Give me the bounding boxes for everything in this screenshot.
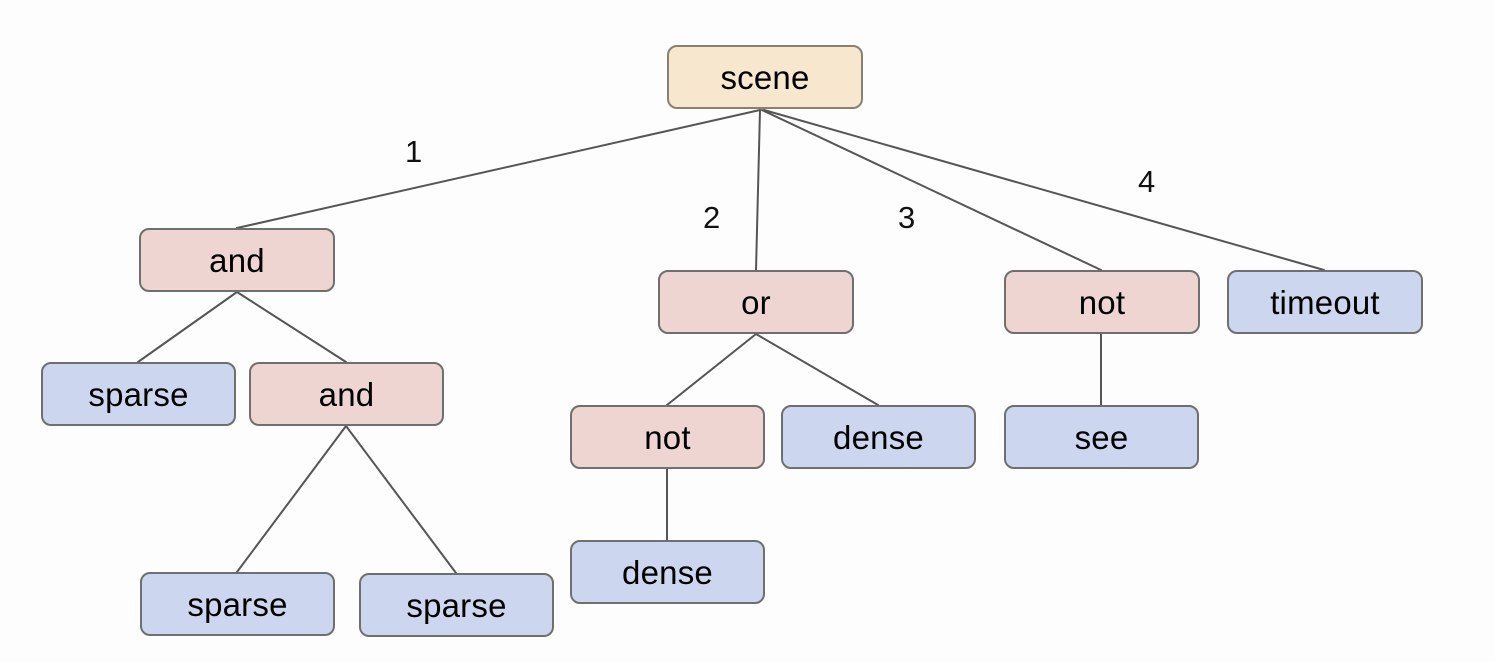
tree-node-label: sparse xyxy=(406,586,507,624)
edge-label-2: 2 xyxy=(703,200,721,235)
tree-node-not2[interactable]: not xyxy=(570,405,765,469)
tree-node-sparse3[interactable]: sparse xyxy=(359,573,554,637)
tree-edge xyxy=(755,109,761,271)
tree-edge xyxy=(137,291,238,363)
tree-node-sparse1[interactable]: sparse xyxy=(41,362,236,426)
tree-node-label: dense xyxy=(833,418,924,456)
tree-edge xyxy=(666,333,757,406)
tree-edge xyxy=(345,425,457,574)
tree-node-not1[interactable]: not xyxy=(1004,270,1200,334)
tree-node-label: not xyxy=(1078,283,1126,321)
tree-edge xyxy=(761,109,1102,271)
tree-node-label: dense xyxy=(622,553,713,591)
tree-node-timeout[interactable]: timeout xyxy=(1227,270,1423,334)
tree-node-label: and xyxy=(318,375,375,413)
tree-node-scene[interactable]: scene xyxy=(667,45,863,109)
tree-edge xyxy=(236,425,347,573)
tree-node-label: sparse xyxy=(187,585,288,623)
tree-edge xyxy=(755,333,879,406)
tree-node-dense1[interactable]: dense xyxy=(781,405,976,469)
tree-node-see[interactable]: see xyxy=(1004,405,1199,469)
tree-node-label: sparse xyxy=(88,375,189,413)
tree-edge xyxy=(236,109,761,229)
tree-node-label: not xyxy=(644,418,691,456)
tree-node-label: see xyxy=(1074,418,1129,456)
tree-node-and2[interactable]: and xyxy=(249,362,444,426)
tree-node-dense2[interactable]: dense xyxy=(570,540,765,604)
tree-node-label: or xyxy=(741,283,771,321)
tree-node-label: scene xyxy=(720,58,810,96)
tree-edge xyxy=(236,291,347,363)
tree-node-label: timeout xyxy=(1270,283,1380,321)
tree-node-or1[interactable]: or xyxy=(658,270,854,334)
edge-label-1: 1 xyxy=(405,134,423,169)
tree-node-sparse2[interactable]: sparse xyxy=(140,572,335,636)
edge-label-3: 3 xyxy=(898,200,916,235)
tree-node-and1[interactable]: and xyxy=(139,228,335,292)
tree-edge xyxy=(763,109,1325,271)
edge-label-4: 4 xyxy=(1138,164,1156,199)
tree-node-label: and xyxy=(209,241,265,279)
